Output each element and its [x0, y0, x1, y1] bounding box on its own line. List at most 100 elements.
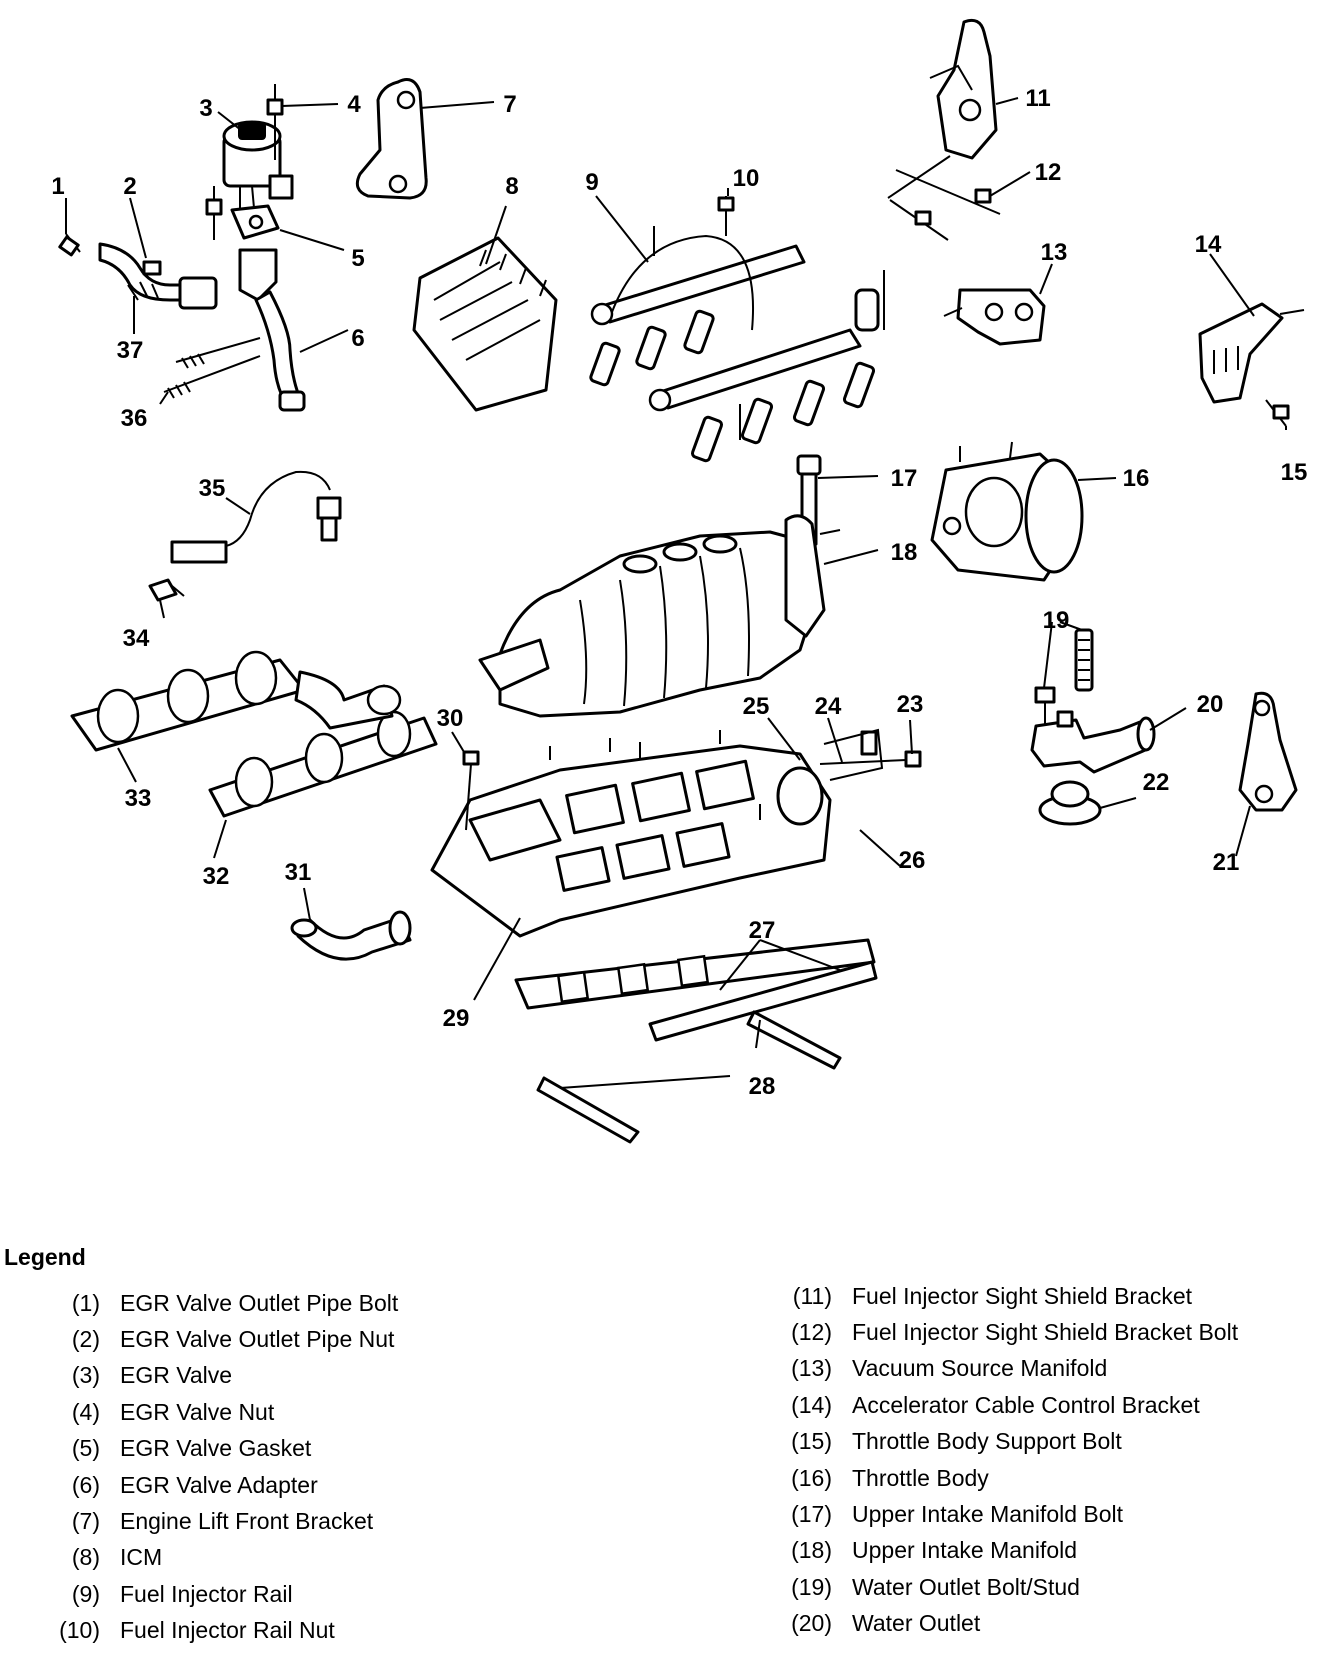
legend-item-label: Throttle Body Support Bolt [852, 1428, 1122, 1455]
callout-33: 33 [125, 785, 152, 812]
part-rear-lift-bracket [1238, 691, 1298, 812]
part-egr-adapter-bolts [163, 337, 261, 399]
legend-item-label: Engine Lift Front Bracket [120, 1508, 374, 1535]
callout-2: 2 [123, 173, 136, 200]
legend-title: Legend [4, 1244, 86, 1270]
callout-34: 34 [123, 625, 150, 652]
callout-37: 37 [117, 337, 144, 364]
legend-item-number: (2) [71, 1326, 100, 1353]
legend-column-left: (1) EGR Valve Outlet Pipe Bolt (2) EGR Val… [44, 1285, 398, 1649]
part-throttle-body-support-bolt [1265, 399, 1290, 427]
part-throttle-body-studs [819, 728, 922, 781]
callout-12: 12 [1035, 159, 1062, 186]
legend-item: (15) Throttle Body Support Bolt [776, 1424, 1238, 1460]
legend-item-label: EGR Valve Outlet Pipe Nut [120, 1326, 395, 1353]
part-lower-intake-bolt [462, 750, 480, 831]
legend-item-label: EGR Valve Gasket [120, 1435, 312, 1462]
legend-item-label: EGR Valve Nut [120, 1398, 275, 1425]
legend-item-number: (8) [71, 1544, 100, 1571]
part-egr-valve-gasket [230, 204, 280, 240]
legend-item: (7)Engine Lift Front Bracket [44, 1503, 398, 1539]
part-egr-valve-outlet-pipe [98, 242, 218, 310]
part-egr-valve-nut [205, 84, 284, 240]
legend-item: (20)Water Outlet [776, 1606, 1238, 1642]
legend-item-number: (3) [71, 1362, 100, 1389]
legend-item-number: (1) [71, 1289, 100, 1316]
legend-item-number: (12) [791, 1319, 832, 1346]
part-fuel-injector-rail-nut [653, 196, 741, 440]
legend-item-number: (9) [71, 1580, 100, 1607]
legend-item: (10) Fuel Injector Rail Nut [44, 1613, 398, 1649]
callout-10: 10 [733, 165, 760, 192]
legend-item: (6)EGR Valve Adapter [44, 1467, 398, 1503]
legend-column-right: (11) Fuel Injector Sight Shield Bracket (… [776, 1278, 1238, 1642]
part-accelerator-cable-control-bracket [1198, 302, 1305, 404]
part-icm [412, 236, 558, 412]
callout-31: 31 [285, 859, 312, 886]
callout-26: 26 [899, 847, 926, 874]
part-vacuum-source-manifold [943, 288, 1046, 346]
legend-item-number: (4) [71, 1398, 100, 1425]
callout-32: 32 [203, 863, 230, 890]
legend-item: (11) Fuel Injector Sight Shield Bracket [776, 1278, 1238, 1314]
callout-17: 17 [891, 465, 918, 492]
legend-item-number: (14) [791, 1391, 832, 1418]
callout-16: 16 [1123, 465, 1150, 492]
part-oxygen-sensor [170, 470, 342, 564]
legend-item-label: Vacuum Source Manifold [852, 1355, 1108, 1382]
legend-item-number: (17) [791, 1501, 832, 1528]
callout-1: 1 [51, 173, 64, 200]
callout-4: 4 [347, 91, 361, 118]
legend-item: (2) EGR Valve Outlet Pipe Nut [44, 1321, 398, 1357]
part-upper-intake-manifold [478, 514, 841, 718]
callout-22: 22 [1143, 769, 1170, 796]
part-left-exhaust-gasket [208, 710, 438, 818]
legend-item-number: (5) [71, 1435, 100, 1462]
legend-item: (14) Accelerator Cable Control Bracket [776, 1387, 1238, 1423]
part-egr-valve-outlet-pipe-bolt [58, 233, 81, 257]
legend-item-label: Fuel Injector Rail Nut [120, 1617, 335, 1644]
legend-item: (18)Upper Intake Manifold [776, 1533, 1238, 1569]
callout-labels: 1 2 3 4 5 6 7 8 9 10 11 12 13 14 15 16 1… [51, 85, 1307, 1100]
part-fuel-injector-rail [589, 234, 885, 463]
part-egr-pipe [290, 910, 412, 961]
legend-item-number: (11) [792, 1282, 832, 1309]
legend-item-label: EGR Valve [120, 1362, 233, 1389]
part-egr-valve-adapter [238, 248, 306, 412]
legend-item-label: Fuel Injector Sight Shield Bracket Bolt [852, 1319, 1239, 1346]
part-lower-manifold-gasket [514, 938, 878, 1042]
legend-item-number: (13) [791, 1355, 832, 1382]
legend-item-number: (16) [791, 1464, 832, 1491]
callout-9: 9 [585, 169, 598, 196]
callout-30: 30 [437, 705, 464, 732]
callout-7: 7 [503, 91, 516, 118]
legend-item-number: (15) [791, 1428, 832, 1455]
legend-item-label: Throttle Body [852, 1464, 989, 1491]
legend-item-label: Water Outlet [852, 1610, 981, 1637]
part-lower-intake-manifold [430, 730, 832, 938]
part-coolant-sensor [148, 578, 185, 602]
legend-item-number: (19) [791, 1573, 832, 1600]
legend-item-label: Upper Intake Manifold Bolt [852, 1501, 1124, 1528]
legend-item-label: EGR Valve Adapter [120, 1471, 318, 1498]
callout-8: 8 [505, 173, 518, 200]
callout-20: 20 [1197, 691, 1224, 718]
callout-6: 6 [351, 325, 364, 352]
callout-5: 5 [351, 245, 364, 272]
leader-lines [65, 97, 1287, 1089]
legend-item-label: Upper Intake Manifold [852, 1537, 1078, 1564]
legend-item: (17) Upper Intake Manifold Bolt [776, 1496, 1238, 1532]
part-water-outlet-bolt-stud [1034, 628, 1094, 726]
legend-item: (5) EGR Valve Gasket [44, 1431, 398, 1467]
callout-36: 36 [121, 405, 148, 432]
part-fuel-injector-sight-shield-bracket-bolt [889, 169, 1001, 241]
legend-item-label: Accelerator Cable Control Bracket [852, 1391, 1200, 1418]
legend-item-label: EGR Valve Outlet Pipe Bolt [120, 1289, 399, 1316]
legend-item-number: (10) [59, 1617, 100, 1644]
legend-item-label: Fuel Injector Sight Shield Bracket [852, 1282, 1193, 1309]
callout-13: 13 [1041, 239, 1068, 266]
legend-item: (12) Fuel Injector Sight Shield Bracket B… [776, 1314, 1238, 1350]
part-water-outlet-thermostat [1038, 780, 1102, 826]
legend-item: (9)Fuel Injector Rail [44, 1576, 398, 1612]
callout-25: 25 [743, 693, 770, 720]
